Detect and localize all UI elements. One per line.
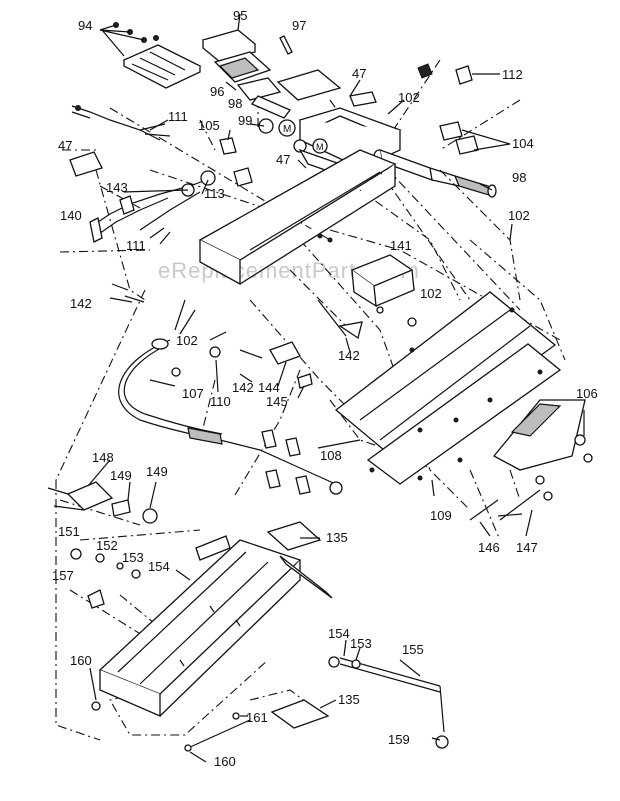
part-111-cord-upper	[71, 105, 171, 141]
callout-96: 96	[210, 84, 224, 99]
callout-98: 98	[228, 96, 242, 111]
main-housing-upper	[198, 149, 397, 286]
callout-labels: 94 95 97 47 112 96 98 102 111 105 99 104…	[52, 8, 598, 769]
callout-135: 135	[338, 692, 360, 707]
callout-47: 47	[58, 138, 72, 153]
callout-98: 98	[512, 170, 526, 185]
part-107-cable-harness	[118, 299, 343, 495]
callout-153: 153	[350, 636, 372, 651]
callout-94: 94	[78, 18, 92, 33]
part-146-147-rods	[469, 489, 553, 521]
callout-146: 146	[478, 540, 500, 555]
callout-155: 155	[402, 642, 424, 657]
part-105-block	[219, 137, 237, 155]
callout-145: 145	[266, 394, 288, 409]
callout-160: 160	[70, 653, 92, 668]
part-95-96-switch-block	[201, 13, 282, 101]
part-140-143-113-cords	[89, 167, 253, 245]
part-151-157-hardware	[70, 548, 141, 609]
callout-105: 105	[198, 118, 220, 133]
callout-106: 106	[576, 386, 598, 401]
callout-47: 47	[276, 152, 290, 167]
callout-154: 154	[328, 626, 350, 641]
part-94-tray	[99, 22, 202, 89]
part-108-base-plate	[334, 291, 562, 485]
svg-text:M: M	[316, 142, 324, 152]
part-106-cover	[492, 399, 593, 485]
callout-47: 47	[352, 66, 366, 81]
callout-leaders	[87, 79, 585, 763]
callout-104: 104	[512, 136, 534, 151]
callout-110: 110	[210, 394, 231, 409]
svg-text:M: M	[283, 124, 291, 135]
callout-149: 149	[110, 468, 132, 483]
part-135-plates	[266, 521, 330, 729]
callout-135: 135	[326, 530, 348, 545]
callout-142: 142	[70, 296, 92, 311]
callout-148: 148	[92, 450, 114, 465]
callout-97: 97	[292, 18, 306, 33]
callout-149: 149	[146, 464, 168, 479]
part-112-knob	[417, 63, 500, 85]
callout-112: 112	[502, 67, 523, 82]
part-98-upper-clip	[250, 95, 292, 119]
part-47-label-plates	[69, 69, 377, 177]
part-97-pin	[279, 35, 293, 55]
part-141-bracket	[350, 254, 417, 327]
callout-111: 111	[126, 238, 146, 253]
callout-99: 99	[238, 113, 252, 128]
part-160-161-hardware	[184, 712, 251, 752]
callout-153: 153	[122, 550, 144, 565]
callout-154: 154	[148, 559, 170, 574]
part-155-rod	[328, 656, 449, 749]
callout-144: 144	[258, 380, 280, 395]
callout-160: 160	[214, 754, 236, 769]
callout-161: 161	[246, 710, 268, 725]
callout-102: 102	[420, 286, 442, 301]
callout-113: 113	[204, 186, 225, 201]
callout-109: 109	[430, 508, 452, 523]
callout-159: 159	[388, 732, 410, 747]
callout-142: 142	[232, 380, 254, 395]
callout-107: 107	[182, 386, 204, 401]
callout-142: 142	[338, 348, 360, 363]
callout-152: 152	[96, 538, 118, 553]
part-148-149-bracket	[47, 481, 158, 524]
part-104-brackets	[439, 121, 511, 155]
callout-141: 141	[390, 238, 412, 253]
callout-143: 143	[106, 180, 128, 195]
callout-102: 102	[398, 90, 420, 105]
callout-102: 102	[176, 333, 198, 348]
callout-111: 111	[168, 109, 188, 124]
callout-147: 147	[516, 540, 538, 555]
callout-157: 157	[52, 568, 74, 583]
callout-108: 108	[320, 448, 342, 463]
callout-102: 102	[508, 208, 530, 223]
small-parts-group	[109, 283, 363, 389]
callout-95: 95	[233, 8, 247, 23]
lower-frame	[91, 535, 333, 717]
callout-140: 140	[60, 208, 82, 223]
callout-151: 151	[58, 524, 80, 539]
